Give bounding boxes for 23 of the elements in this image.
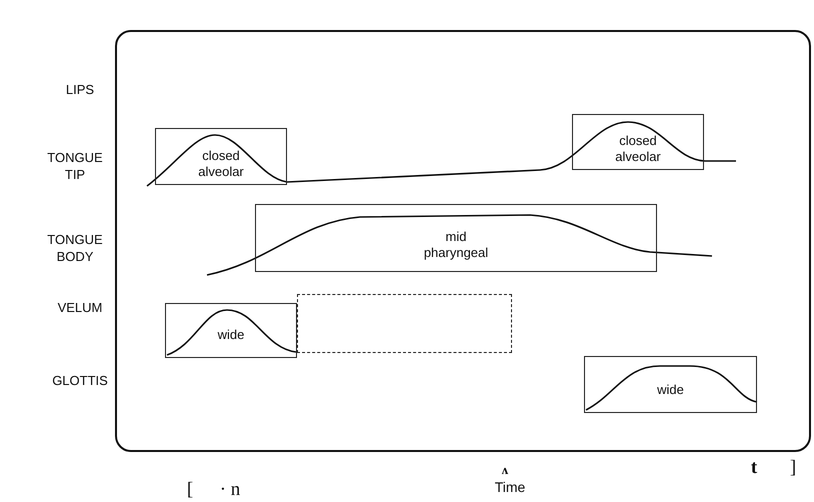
axis-label: Time bbox=[494, 478, 526, 496]
gesture-box bbox=[572, 114, 704, 170]
gesture-box bbox=[255, 204, 657, 272]
articulator-label: TONGUE BODY bbox=[46, 232, 104, 266]
phonetic-symbol: [ bbox=[186, 478, 194, 502]
score-panel bbox=[115, 30, 811, 452]
phonetic-symbol: ʌ bbox=[500, 462, 510, 479]
dashed-activation-box bbox=[297, 294, 512, 353]
phonetic-symbol: t bbox=[750, 456, 758, 480]
articulator-label: GLOTTIS bbox=[51, 373, 109, 390]
gesture-box bbox=[155, 128, 287, 185]
gesture-box bbox=[584, 356, 757, 413]
gesture-label: mid pharyngeal bbox=[422, 228, 490, 262]
gesture-label: closed alveolar bbox=[197, 148, 245, 180]
articulator-label: LIPS bbox=[64, 82, 96, 99]
articulator-label: VELUM bbox=[56, 300, 104, 317]
phonetic-symbol: · n bbox=[218, 478, 242, 502]
gesture-label: wide bbox=[657, 382, 684, 399]
articulator-label: TONGUE TIP bbox=[46, 150, 104, 184]
gesture-label: closed alveolar bbox=[614, 132, 662, 165]
phonetic-symbol: ] bbox=[788, 456, 798, 480]
gesture-box bbox=[165, 303, 297, 358]
gesture-label: wide bbox=[218, 327, 244, 344]
